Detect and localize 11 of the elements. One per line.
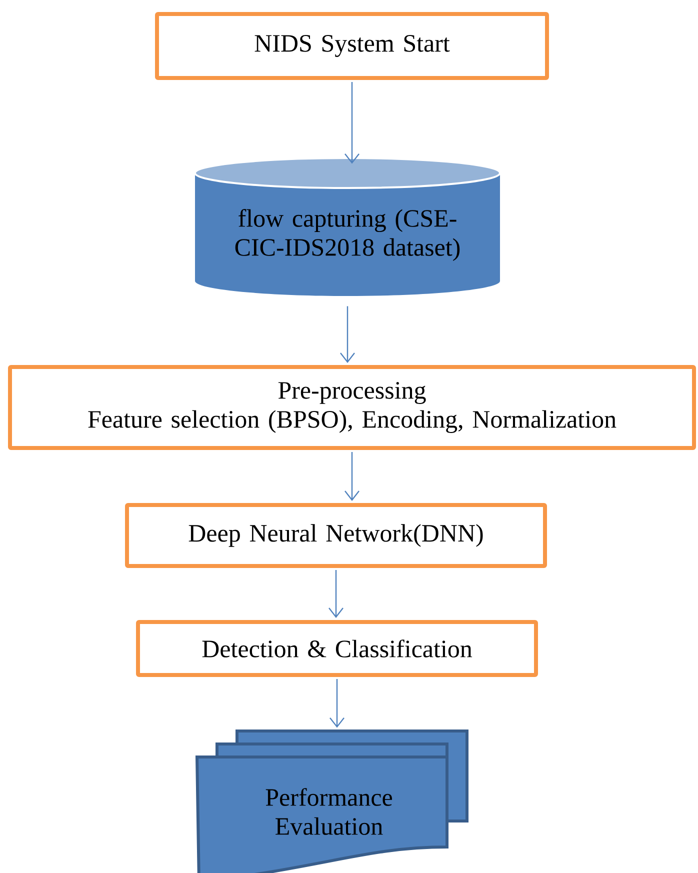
process-box: Pre-processing Feature selection (BPSO), Encoding, Normalization bbox=[8, 365, 696, 450]
document-stack: Performance Evaluation bbox=[196, 730, 468, 873]
arrow bbox=[330, 679, 344, 728]
process-box: Deep Neural Network(DNN) bbox=[125, 503, 547, 568]
process-box: NIDS System Start bbox=[155, 12, 549, 80]
process-box: Detection & Classification bbox=[136, 620, 538, 677]
arrow bbox=[344, 452, 360, 501]
arrow bbox=[340, 306, 355, 363]
arrow bbox=[328, 570, 344, 618]
arrow bbox=[344, 82, 360, 164]
database-cylinder: flow capturing (CSE-CIC-IDS2018 dataset) bbox=[194, 157, 501, 296]
